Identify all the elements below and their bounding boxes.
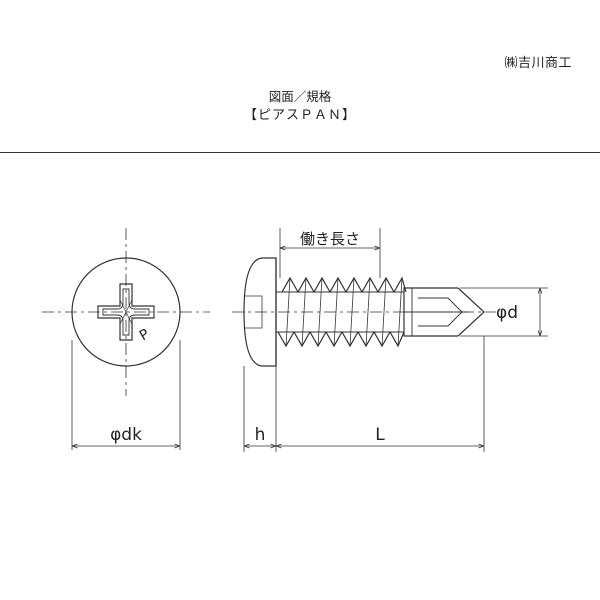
dim-head-diameter: [71, 340, 181, 450]
phillips-recess-outer: [97, 283, 155, 341]
dim-thread-diameter: [460, 287, 548, 337]
header-divider: [0, 152, 600, 153]
head-outline: [71, 257, 181, 367]
dim-head-diameter-label: φdk: [110, 425, 142, 445]
dim-working-length-label: 働き長さ: [300, 230, 360, 248]
thread-bottom: [277, 330, 405, 348]
head-top-view: [42, 228, 210, 396]
screw-side-view: [232, 257, 496, 367]
dim-thread-diameter-label: φd: [496, 303, 518, 323]
pan-head: [243, 257, 277, 367]
dim-working-length: [279, 228, 381, 278]
phillips-recess-inner: [102, 288, 150, 336]
drill-point: [403, 287, 485, 337]
thread-top: [281, 276, 407, 294]
document-title: 【ピアスＰＡＮ】: [243, 108, 356, 123]
dim-length-label: L: [375, 425, 385, 445]
head-mark: P: [137, 326, 152, 344]
dim-head-height-label: h: [255, 425, 266, 445]
company-name: ㈱吉川商工: [504, 56, 572, 71]
dim-head-height-and-length: [243, 336, 485, 452]
document-label: 図面／規格: [268, 89, 332, 104]
